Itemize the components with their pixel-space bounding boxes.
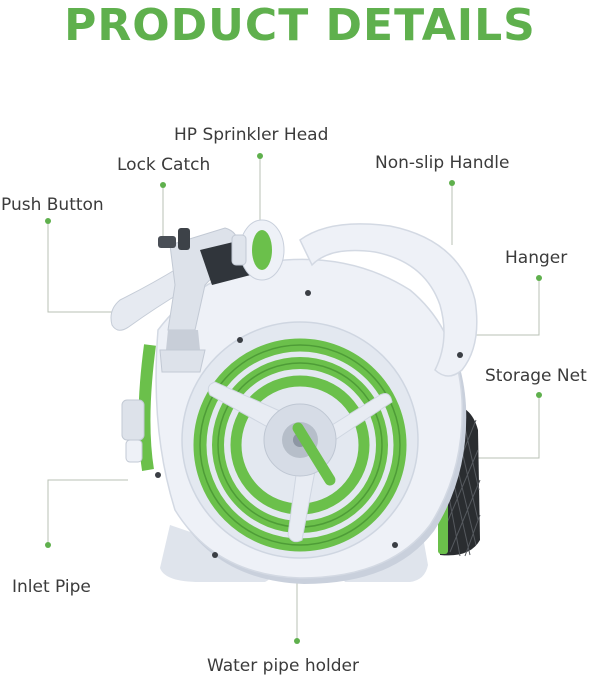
spray-gun (110, 219, 285, 373)
screws (155, 290, 463, 558)
hose-side-run (138, 344, 156, 471)
page-title: PRODUCT DETAILS (64, 0, 536, 51)
dot-push-button (45, 218, 51, 224)
dot-water-pipe-holder (294, 638, 300, 644)
leader-storage-net (478, 395, 540, 459)
label-inlet-pipe: Inlet Pipe (12, 577, 91, 597)
label-push-button: Push Button (1, 195, 104, 215)
dot-inlet-pipe (45, 542, 51, 548)
dot-hanger (536, 275, 542, 281)
label-lock-catch: Lock Catch (117, 155, 211, 175)
dot-non-slip-handle (449, 180, 455, 186)
dot-lock-catch (160, 182, 166, 188)
water-pipe-holder (207, 381, 393, 543)
dot-storage-net (536, 392, 542, 398)
dot-hp-sprinkler-head (257, 153, 263, 159)
label-hp-sprinkler-head: HP Sprinkler Head (174, 125, 329, 145)
inlet-pipe (121, 399, 145, 463)
label-water-pipe-holder: Water pipe holder (207, 656, 359, 676)
label-storage-net: Storage Net (485, 366, 587, 386)
leader-hanger (470, 278, 540, 336)
leader-inlet-pipe (47, 479, 128, 545)
leader-push-button (47, 221, 120, 313)
label-hanger: Hanger (505, 248, 568, 268)
label-non-slip-handle: Non-slip Handle (375, 153, 510, 173)
leader-dots (45, 153, 542, 644)
